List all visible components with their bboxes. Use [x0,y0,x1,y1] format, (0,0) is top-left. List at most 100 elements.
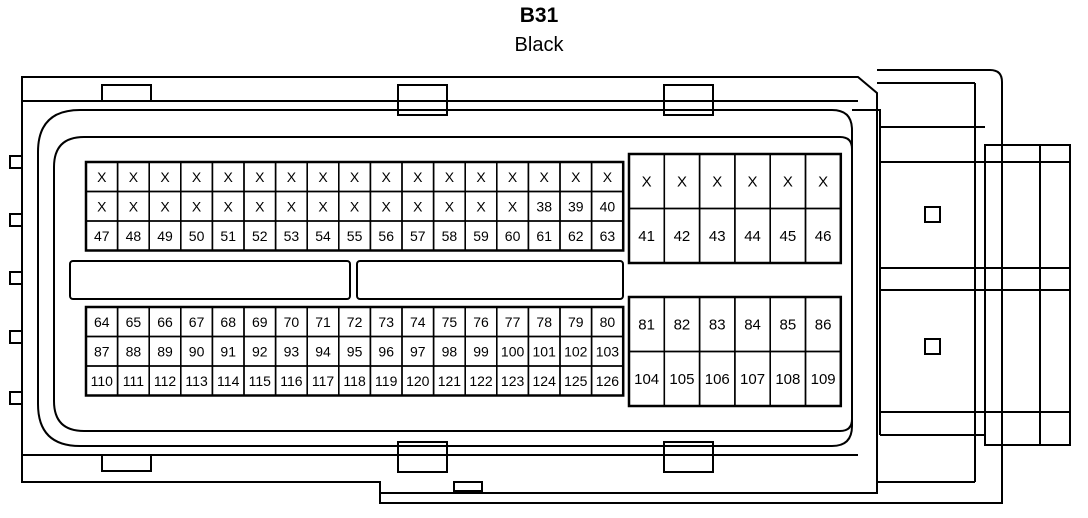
pin-unused-label: X [287,198,297,214]
lever-arm [1039,144,1071,446]
pin-unused-label: X [603,169,613,185]
side-tab [9,271,23,285]
pin-number-label: 125 [564,373,588,389]
pin-number-label: 43 [709,228,726,245]
pin-unused-label: X [129,198,139,214]
pin-number-label: 75 [442,314,458,330]
connector-body-outline [21,76,878,494]
pin-number-label: 116 [280,373,303,389]
pin-unused-label: X [476,198,486,214]
pin-number-label: 68 [220,314,236,330]
side-tab [9,391,23,405]
pin-number-label: 66 [157,314,173,330]
pin-number-label: 102 [564,343,588,359]
pin-number-label: 90 [189,343,205,359]
lever-lock-hole [924,338,941,355]
pin-number-label: 77 [505,314,521,330]
pin-number-label: 105 [669,371,694,388]
pin-unused-label: X [160,198,170,214]
pin-number-label: 76 [473,314,489,330]
pin-number-label: 107 [740,371,765,388]
pin-unused-label: X [642,173,652,190]
pin-number-label: 93 [284,343,300,359]
pin-number-label: 73 [378,314,394,330]
pin-unused-label: X [508,169,518,185]
divider-bar-right [356,260,624,300]
pin-number-label: 115 [249,373,272,389]
pin-number-label: 95 [347,343,363,359]
pin-number-label: 120 [406,373,430,389]
pin-number-label: 123 [501,373,525,389]
pin-number-label: 101 [533,343,557,359]
pin-number-label: 106 [705,371,730,388]
pin-number-label: 58 [442,228,458,244]
lever-detail [852,109,881,127]
pin-unused-label: X [413,198,423,214]
pin-number-label: 69 [252,314,268,330]
pin-number-label: 61 [536,228,552,244]
pin-number-label: 113 [185,373,208,389]
pin-number-label: 80 [600,314,616,330]
connector-name: B31 [519,4,559,27]
pin-unused-label: X [224,169,234,185]
pin-number-label: 85 [780,316,797,333]
pin-number-label: 55 [347,228,363,244]
pin-number-label: 104 [634,371,659,388]
lever-outline [379,69,1003,504]
pin-number-label: 74 [410,314,426,330]
pin-number-label: 62 [568,228,584,244]
pin-number-label: 57 [410,228,426,244]
pin-number-label: 91 [220,343,236,359]
pin-number-label: 71 [315,314,331,330]
latch-tab [663,441,714,473]
side-tab [9,155,23,169]
pin-number-label: 94 [315,343,331,359]
pin-number-label: 99 [473,343,489,359]
pin-unused-label: X [255,169,265,185]
pin-unused-label: X [508,198,518,214]
pin-number-label: 86 [815,316,832,333]
pin-unused-label: X [476,169,486,185]
bottom-tab [453,481,483,492]
pin-number-label: 47 [94,228,110,244]
pin-number-label: 108 [775,371,800,388]
pin-number-label: 59 [473,228,489,244]
pin-unused-label: X [783,173,793,190]
pin-number-label: 54 [315,228,331,244]
lever-arm [984,144,1071,446]
pin-unused-label: X [97,198,107,214]
pin-number-label: 44 [744,228,761,245]
pin-unused-label: X [318,198,328,214]
pin-number-label: 46 [815,228,832,245]
pin-unused-label: X [571,169,581,185]
connector-color: Black [514,34,564,56]
pin-number-label: 122 [469,373,493,389]
pin-number-label: 109 [811,371,836,388]
pin-number-label: 126 [596,373,620,389]
pin-unused-label: X [350,169,360,185]
pin-unused-label: X [318,169,328,185]
pin-number-label: 83 [709,316,726,333]
pin-unused-label: X [445,169,455,185]
pin-cavity [590,220,624,252]
pin-number-label: 119 [375,373,398,389]
pin-number-label: 117 [312,373,335,389]
pin-unused-label: X [382,169,392,185]
latch-tab [663,84,714,116]
pin-number-label: 42 [674,228,691,245]
pin-number-label: 96 [378,343,394,359]
pin-cavity [590,365,624,397]
pin-number-label: 114 [217,373,240,389]
pin-number-label: 89 [157,343,173,359]
pin-unused-label: X [160,169,170,185]
pin-number-label: 82 [674,316,691,333]
side-tab [9,213,23,227]
pin-unused-label: X [413,169,423,185]
pin-number-label: 81 [638,316,655,333]
pin-number-label: 67 [189,314,205,330]
pin-number-label: 50 [189,228,205,244]
pin-unused-label: X [748,173,758,190]
pin-number-label: 72 [347,314,363,330]
